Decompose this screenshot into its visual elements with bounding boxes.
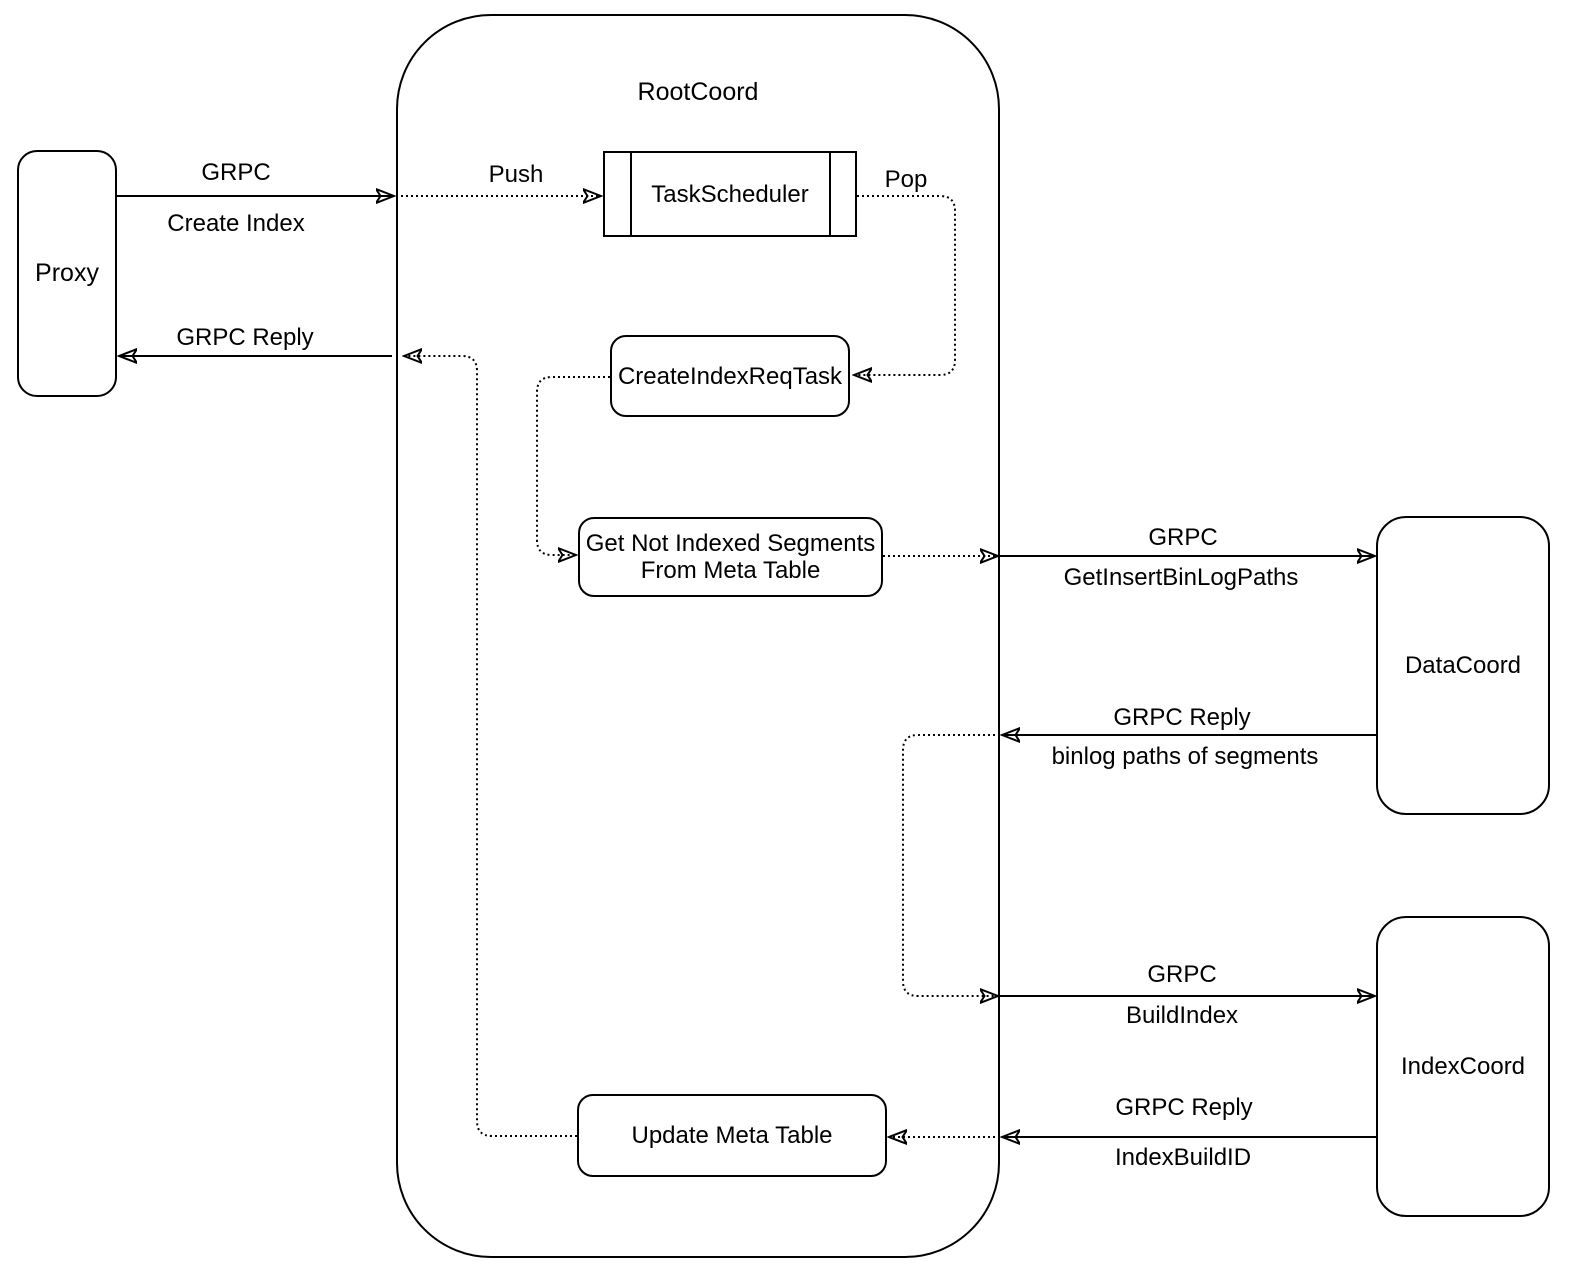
label-indexbuild-reply-2: IndexBuildID [1114, 1144, 1252, 1171]
label-getinsertbinlog-2: GetInsertBinLogPaths [1063, 564, 1299, 591]
create-index-req-task-node: CreateIndexReqTask [610, 335, 850, 417]
rootcoord-title: RootCoord [637, 78, 759, 106]
label-getinsertbinlog-1: GRPC [1148, 524, 1218, 551]
label-buildindex-1: GRPC [1147, 961, 1217, 988]
update-meta-table-label: Update Meta Table [631, 1122, 833, 1149]
label-push: Push [488, 161, 544, 188]
get-not-indexed-segments-node: Get Not Indexed Segments From Meta Table [578, 517, 883, 597]
index-coord-label: IndexCoord [1400, 1053, 1526, 1080]
label-binlog-reply-1: GRPC Reply [1113, 704, 1251, 731]
proxy-node: Proxy [17, 150, 117, 397]
label-grpc-create-index-1: GRPC [201, 159, 271, 186]
edge-task-to-getsegments [536, 376, 610, 555]
index-coord-node: IndexCoord [1376, 916, 1550, 1217]
rootcoord-container: RootCoord [396, 14, 1000, 1258]
update-meta-table-node: Update Meta Table [577, 1094, 887, 1177]
create-index-req-task-label: CreateIndexReqTask [617, 362, 843, 390]
edge-updatemeta-to-boundary [404, 356, 577, 1137]
label-grpc-reply-proxy: GRPC Reply [176, 324, 314, 351]
task-scheduler-node: TaskScheduler [603, 151, 857, 237]
label-pop: Pop [884, 166, 928, 193]
data-coord-node: DataCoord [1376, 516, 1550, 815]
label-binlog-reply-2: binlog paths of segments [1051, 743, 1319, 770]
task-scheduler-label: TaskScheduler [651, 180, 809, 208]
edge-binlog-to-buildindex [902, 734, 1000, 996]
process-bar-left [630, 153, 632, 235]
process-bar-right [829, 153, 831, 235]
get-not-indexed-line1: Get Not Indexed Segments [585, 530, 876, 557]
data-coord-label: DataCoord [1404, 652, 1522, 679]
proxy-label: Proxy [35, 259, 99, 287]
label-buildindex-2: BuildIndex [1125, 1002, 1239, 1029]
edge-pop [854, 195, 956, 375]
label-grpc-create-index-2: Create Index [167, 210, 305, 237]
label-indexbuild-reply-1: GRPC Reply [1115, 1094, 1253, 1121]
get-not-indexed-line2: From Meta Table [640, 557, 821, 584]
